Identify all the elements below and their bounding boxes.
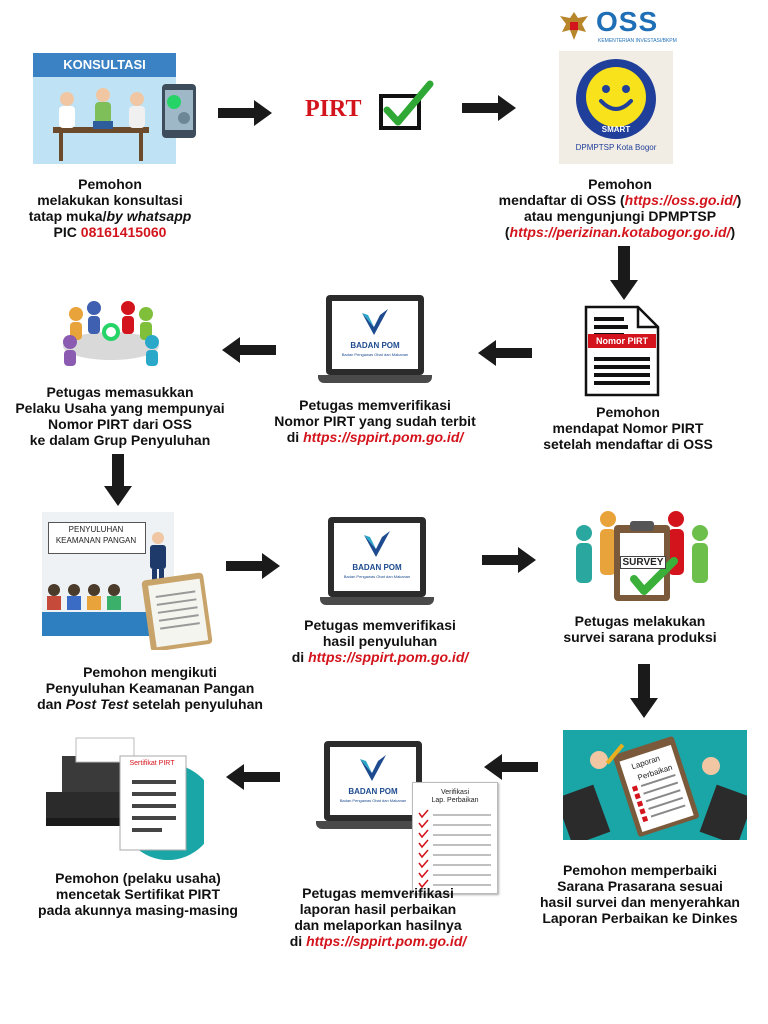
survey-people-icon — [576, 511, 708, 601]
verifikasi-line1: Verifikasi — [440, 789, 469, 796]
arrow-right-3 — [226, 553, 280, 579]
clipboard-paper-icon — [141, 572, 213, 650]
whatsapp-group-people-icon — [63, 301, 159, 366]
arrow-down-1 — [610, 246, 638, 300]
garuda-emblem-icon — [560, 12, 588, 40]
arrow-right-2 — [462, 95, 516, 121]
smartphone-whatsapp-icon — [162, 84, 196, 138]
laporan-perbaikan-illustration: Laporan Perbaikan — [563, 730, 747, 840]
bpom-sub: Badan Pengawas Obat dan Makanan — [343, 574, 411, 579]
konsultasi-title: KONSULTASI — [63, 57, 146, 72]
oss-subtitle: KEMENTERIAN INVESTASI/BKPM — [598, 38, 677, 44]
bpom-logo-icon — [362, 309, 388, 335]
meeting-people-icon — [53, 88, 149, 161]
bpom-sub: Badan Pengawas Obat dan Makanan — [339, 798, 407, 803]
dpmptsp-smart-logo: SMART DPMPTSP Kota Bogor — [559, 51, 673, 164]
arrow-down-2 — [104, 454, 132, 506]
hands-clipboard-icon — [563, 736, 747, 840]
arrow-left-2 — [222, 337, 276, 363]
document-icon — [584, 305, 660, 397]
step6-caption: Petugas memasukkan Pelaku Usaha yang mem… — [15, 384, 225, 448]
step7-caption: Pemohon mengikuti Penyuluhan Keamanan Pa… — [37, 664, 263, 712]
arrow-right-4 — [482, 547, 536, 573]
smart-label: SMART — [601, 125, 631, 134]
step10-caption: Pemohon memperbaiki Sarana Prasarana ses… — [540, 862, 740, 926]
penyuluhan-illustration: PENYULUHAN KEAMANAN PANGAN — [42, 512, 174, 636]
arrow-left-3 — [484, 754, 538, 780]
konsultasi-illustration: KONSULTASI — [33, 53, 176, 164]
bpom-sub: Badan Pengawas Obat dan Makanan — [341, 352, 409, 357]
arrow-left-4 — [226, 764, 280, 790]
board-line2: KEAMANAN PANGAN — [55, 536, 137, 545]
step11-caption: Petugas memverifikasi laporan hasil perb… — [289, 885, 467, 949]
arrow-left-1 — [478, 340, 532, 366]
step3-caption: Pemohon mendaftar di OSS (https://oss.go… — [498, 176, 742, 240]
step5-caption: Petugas memverifikasi Nomor PIRT yang su… — [274, 397, 476, 445]
verifikasi-line2: Lap. Perbaikan — [431, 797, 479, 804]
oss-logo-text: OSS — [596, 6, 659, 37]
step8-caption: Petugas memverifikasi hasil penyuluhan d… — [291, 617, 469, 665]
checkbox-check-icon — [379, 80, 434, 130]
step9-caption: Petugas melakukan survei sarana produksi — [563, 613, 717, 645]
dpmptsp-office-label: DPMPTSP Kota Bogor — [575, 143, 657, 152]
arrow-down-3 — [630, 664, 658, 718]
step4-caption: Pemohon mendapat Nomor PIRT setelah mend… — [543, 404, 713, 452]
printer-certificate-icon — [46, 737, 204, 860]
smiley-face-icon — [576, 59, 656, 139]
step12-caption: Pemohon (pelaku usaha) mencetak Sertifik… — [38, 870, 238, 918]
step1-caption: Pemohon melakukan konsultasi tatap muka/… — [28, 176, 192, 240]
laptop-bpom-1: BADAN POM Badan Pengawas Obat dan Makana… — [318, 295, 432, 391]
arrow-right-1 — [218, 100, 272, 126]
checklist-icon — [418, 809, 491, 889]
bpom-logo-icon — [364, 531, 390, 557]
bpom-logo-icon — [360, 755, 386, 781]
bpom-brand: BADAN POM — [348, 787, 398, 796]
laptop-bpom-2: BADAN POM Badan Pengawas Obat dan Makana… — [320, 517, 434, 613]
survey-label: SURVEY — [620, 556, 666, 569]
nomor-pirt-label: Nomor PIRT — [588, 334, 656, 348]
sertifikat-label: Sertifikat PIRT — [129, 760, 175, 767]
bpom-brand: BADAN POM — [352, 563, 402, 572]
laptop-bpom-3: BADAN POM Badan Pengawas Obat dan Makana… — [316, 741, 430, 837]
bpom-brand: BADAN POM — [350, 341, 400, 350]
pirt-logo-text: PIRT — [305, 96, 362, 122]
presenter-icon — [150, 532, 166, 581]
verifikasi-checklist-document: Verifikasi Lap. Perbaikan — [412, 782, 498, 894]
board-line1: PENYULUHAN — [68, 525, 124, 534]
